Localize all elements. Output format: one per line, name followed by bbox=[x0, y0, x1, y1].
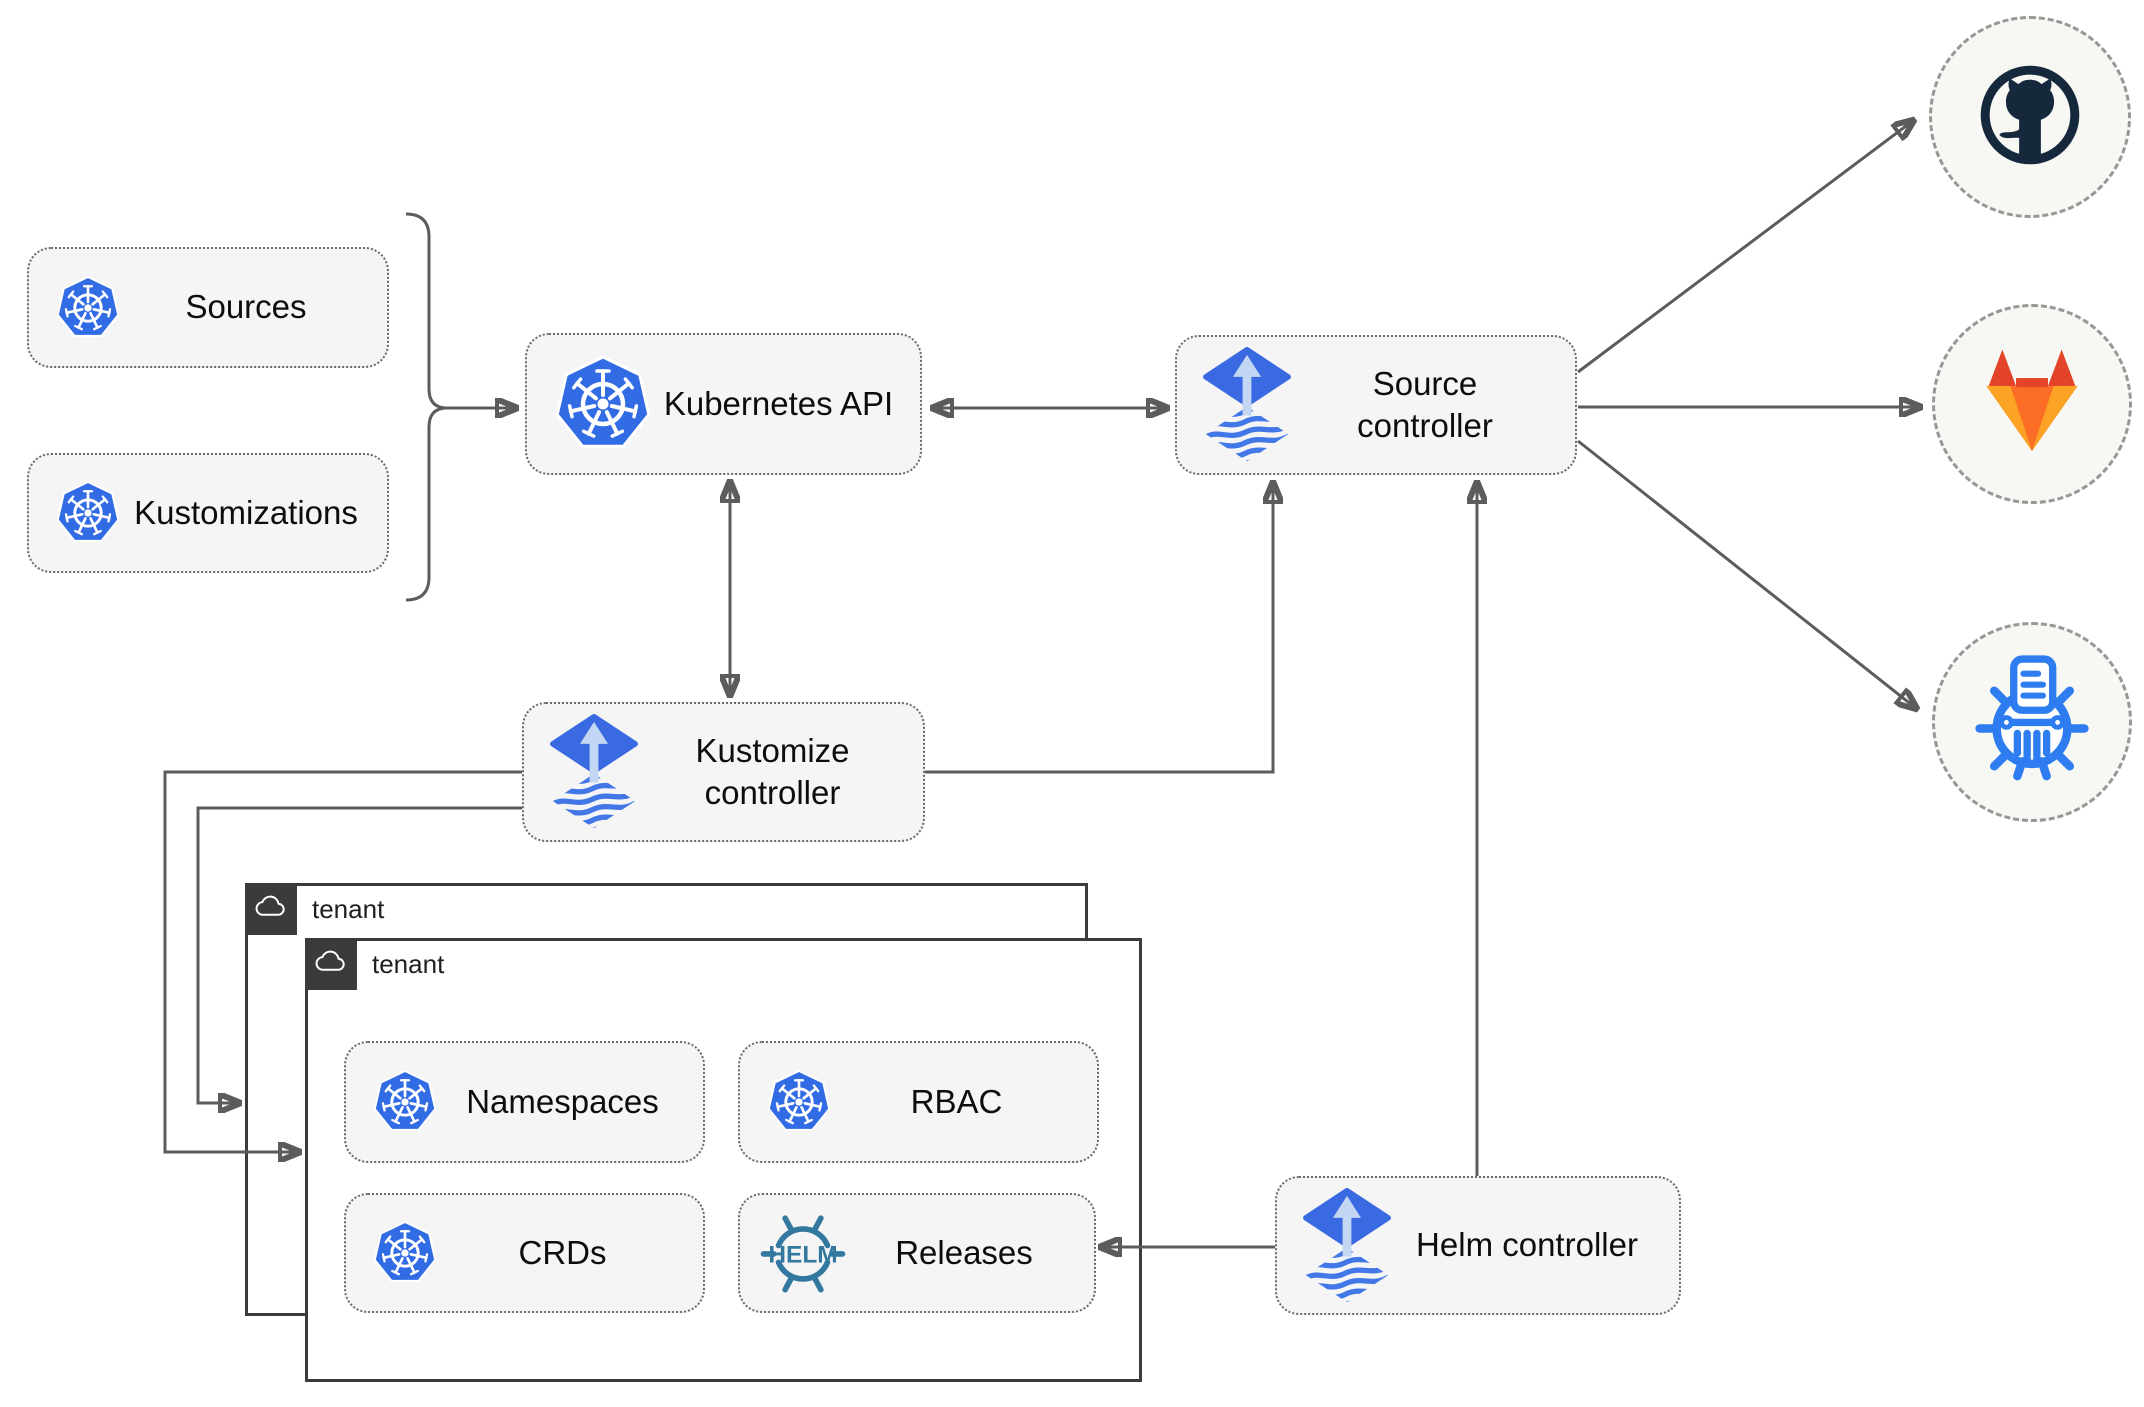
tenant-back-label: tenant bbox=[312, 893, 385, 924]
node-source-controller-label: Source controller bbox=[1357, 364, 1493, 444]
node-kustomizations-label: Kustomizations bbox=[134, 493, 358, 531]
gitlab-endpoint bbox=[1932, 304, 2132, 504]
node-releases: HELM Releases bbox=[738, 1193, 1096, 1313]
node-helm-controller-label: Helm controller bbox=[1416, 1226, 1638, 1264]
node-helm-controller: Helm controller bbox=[1275, 1176, 1681, 1315]
node-kubernetes-api: Kubernetes API bbox=[525, 333, 922, 475]
cloud-icon bbox=[314, 945, 348, 984]
node-namespaces-label: Namespaces bbox=[466, 1082, 659, 1120]
tenant-box-front: tenant Namespaces RBAC CRDs bbox=[305, 938, 1142, 1382]
flux-icon bbox=[1203, 347, 1291, 463]
flux-icon bbox=[550, 714, 638, 830]
node-sources-label: Sources bbox=[185, 288, 307, 326]
node-rbac: RBAC bbox=[738, 1041, 1099, 1163]
registry-endpoint bbox=[1932, 622, 2132, 822]
kubernetes-icon bbox=[766, 1069, 832, 1135]
kubernetes-icon bbox=[372, 1069, 438, 1135]
node-crds: CRDs bbox=[344, 1193, 705, 1313]
kubernetes-icon bbox=[55, 275, 121, 341]
node-rbac-label: RBAC bbox=[910, 1082, 1003, 1120]
node-namespaces: Namespaces bbox=[344, 1041, 705, 1163]
edge-source-to-registry bbox=[1577, 439, 1917, 709]
gitlab-tanuki-icon bbox=[1969, 345, 2095, 464]
tenant-tab bbox=[245, 883, 297, 935]
node-source-controller: Source controller bbox=[1175, 335, 1577, 475]
kubernetes-icon bbox=[372, 1220, 438, 1286]
node-kustomize-controller: Kustomize controller bbox=[522, 702, 925, 842]
edge-kustomize-to-source-controller bbox=[925, 482, 1273, 774]
tenant-front-label: tenant bbox=[372, 948, 445, 979]
container-registry-wheel-icon bbox=[1965, 653, 2099, 792]
node-releases-label: Releases bbox=[895, 1233, 1033, 1271]
helm-logo-text: HELM bbox=[768, 1241, 837, 1268]
node-kubernetes-api-label: Kubernetes API bbox=[663, 384, 894, 422]
helm-wheel-icon: HELM bbox=[756, 1206, 850, 1300]
node-crds-label: CRDs bbox=[518, 1233, 607, 1271]
flux-icon bbox=[1303, 1188, 1391, 1304]
github-octocat-icon bbox=[1966, 51, 2094, 184]
node-sources: Sources bbox=[27, 247, 389, 368]
kubernetes-icon bbox=[553, 354, 653, 454]
node-kustomizations: Kustomizations bbox=[27, 453, 389, 573]
node-kustomize-controller-label: Kustomize controller bbox=[695, 731, 850, 811]
kubernetes-icon bbox=[55, 480, 121, 546]
edge-source-to-github bbox=[1577, 120, 1914, 374]
bracket-sources-group bbox=[405, 212, 448, 602]
github-endpoint bbox=[1929, 16, 2131, 218]
cloud-icon bbox=[254, 890, 288, 929]
tenant-tab bbox=[305, 938, 357, 990]
